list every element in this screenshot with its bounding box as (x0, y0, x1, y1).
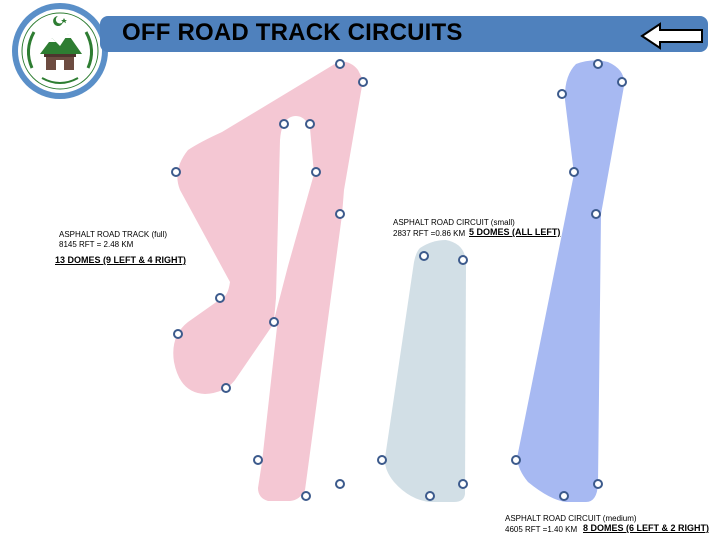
dome-marker (253, 455, 263, 465)
track-small (384, 240, 466, 502)
track-full-name: ASPHALT ROAD TRACK (full) (59, 230, 168, 239)
dome-marker (425, 491, 435, 501)
dome-marker (591, 209, 601, 219)
track-small-domes: 5 DOMES (ALL LEFT) (469, 227, 561, 237)
dome-marker (269, 317, 279, 327)
domes (171, 59, 627, 501)
dome-marker (419, 251, 429, 261)
dome-marker (593, 59, 603, 69)
track-medium (517, 60, 625, 503)
dome-marker (171, 167, 181, 177)
track-medium-length: 4605 RFT =1.40 KM (505, 525, 578, 534)
dome-marker (559, 491, 569, 501)
page-title: OFF ROAD TRACK CIRCUITS (122, 19, 463, 46)
dome-marker (569, 167, 579, 177)
dome-marker (593, 479, 603, 489)
dome-marker (458, 479, 468, 489)
track-full-length: 8145 RFT = 2.48 KM (59, 240, 134, 249)
emblem-logo (12, 3, 108, 99)
dome-marker (377, 455, 387, 465)
dome-marker (557, 89, 567, 99)
dome-marker (305, 119, 315, 129)
dome-marker (511, 455, 521, 465)
dome-marker (221, 383, 231, 393)
dome-marker (335, 479, 345, 489)
track-medium-name: ASPHALT ROAD CIRCUIT (medium) (505, 514, 637, 523)
dome-marker (617, 77, 627, 87)
dome-marker (335, 59, 345, 69)
track-small-length: 2837 RFT =0.86 KM (393, 229, 466, 238)
track-medium-domes: 8 DOMES (6 LEFT & 2 RIGHT) (583, 523, 710, 533)
dome-marker (358, 77, 368, 87)
dome-marker (311, 167, 321, 177)
title-banner (100, 16, 708, 52)
track-small-name: ASPHALT ROAD CIRCUIT (small) (393, 218, 515, 227)
dome-marker (279, 119, 289, 129)
dome-marker (458, 255, 468, 265)
left-arrow-icon[interactable] (640, 22, 704, 50)
track-full-domes: 13 DOMES (9 LEFT & 4 RIGHT) (55, 255, 187, 265)
dome-marker (335, 209, 345, 219)
dome-marker (173, 329, 183, 339)
dome-marker (215, 293, 225, 303)
track-full (173, 61, 363, 502)
dome-marker (301, 491, 311, 501)
